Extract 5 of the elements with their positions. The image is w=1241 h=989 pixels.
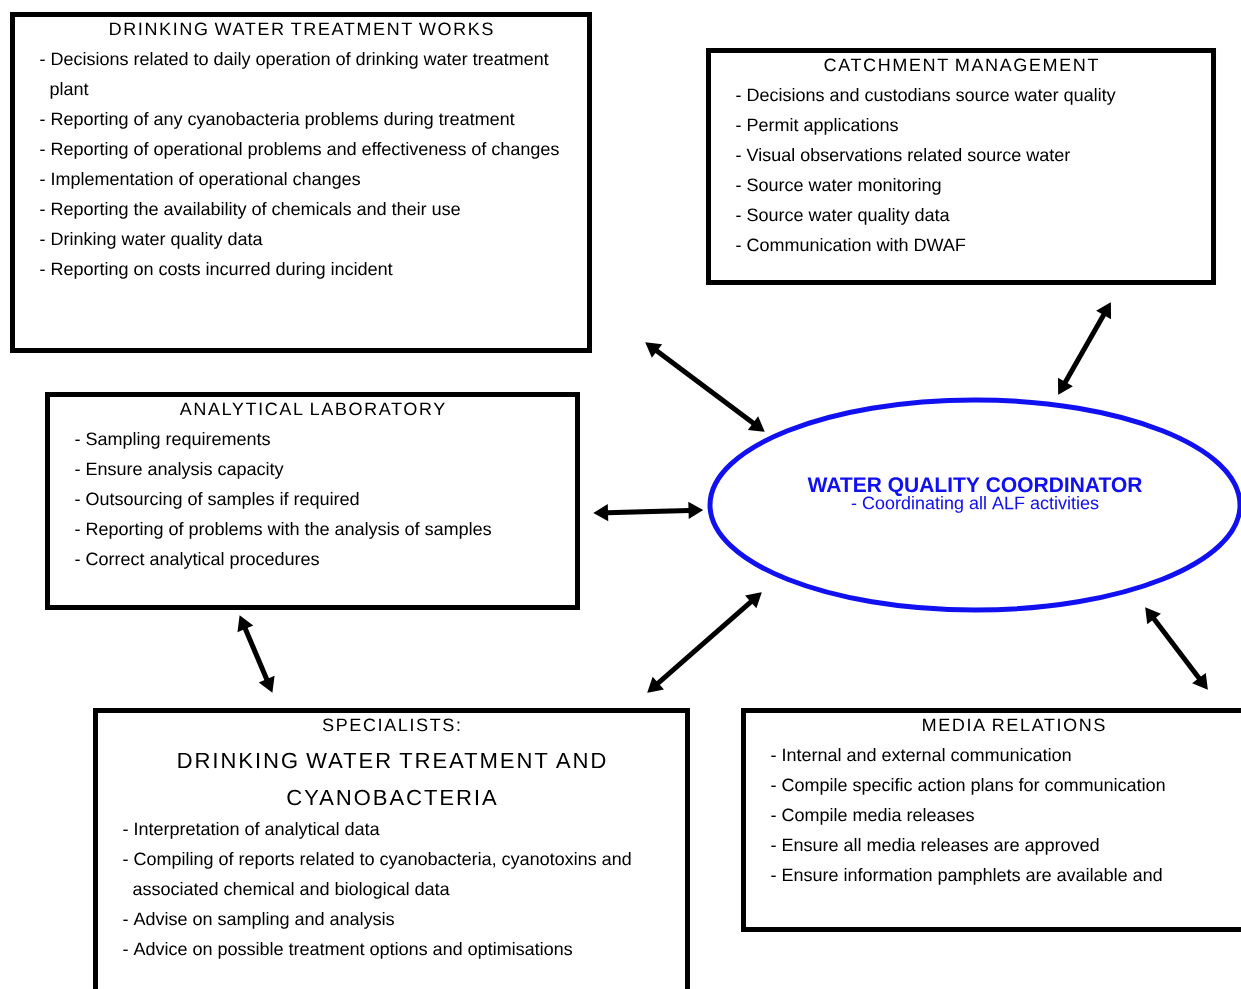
text-box: DRINKING WATER TREATMENT WORKS - Decisions related to daily operation of drinking water treatment plant - Reporting of any cyanobacteria problems during treatment - Reporting of operational problems and effectiveness of changes - Implementation of operational changes - Reporting the availability of chemicals and their use - Drinking water quality data - Reporting on costs incurred during incident bbox=[10, 12, 592, 353]
text-box: ANALYTICAL LABORATORY - Sampling requirements - Ensure analysis capacity - Outsourcing of samples if required - Reporting of problems with the analysis of samples - Correct analytical procedures bbox=[45, 392, 580, 610]
text-box: CATCHMENT MANAGEMENT - Decisions and custodians source water quality - Permit applications - Visual observations related source water - Source water monitoring - Source water quality data - Communication with DWAF bbox=[706, 48, 1216, 285]
text-box: SPECIALISTS: DRINKING WATER TREATMENT AND CYANOBACTERIA - Interpretation of analytical data - Compiling of reports related to cyanobacteria, cyanotoxins and associated chemical and biological data - Advise on sampling and analysis - Advice on possible treatment options and optimisations bbox=[93, 708, 690, 989]
text-box: MEDIA RELATIONS - Internal and external communication - Compile specific action plans for communication - Compile media releases - Ensure all media releases are approved - Ensure information pamphlets are available and bbox=[741, 708, 1241, 932]
